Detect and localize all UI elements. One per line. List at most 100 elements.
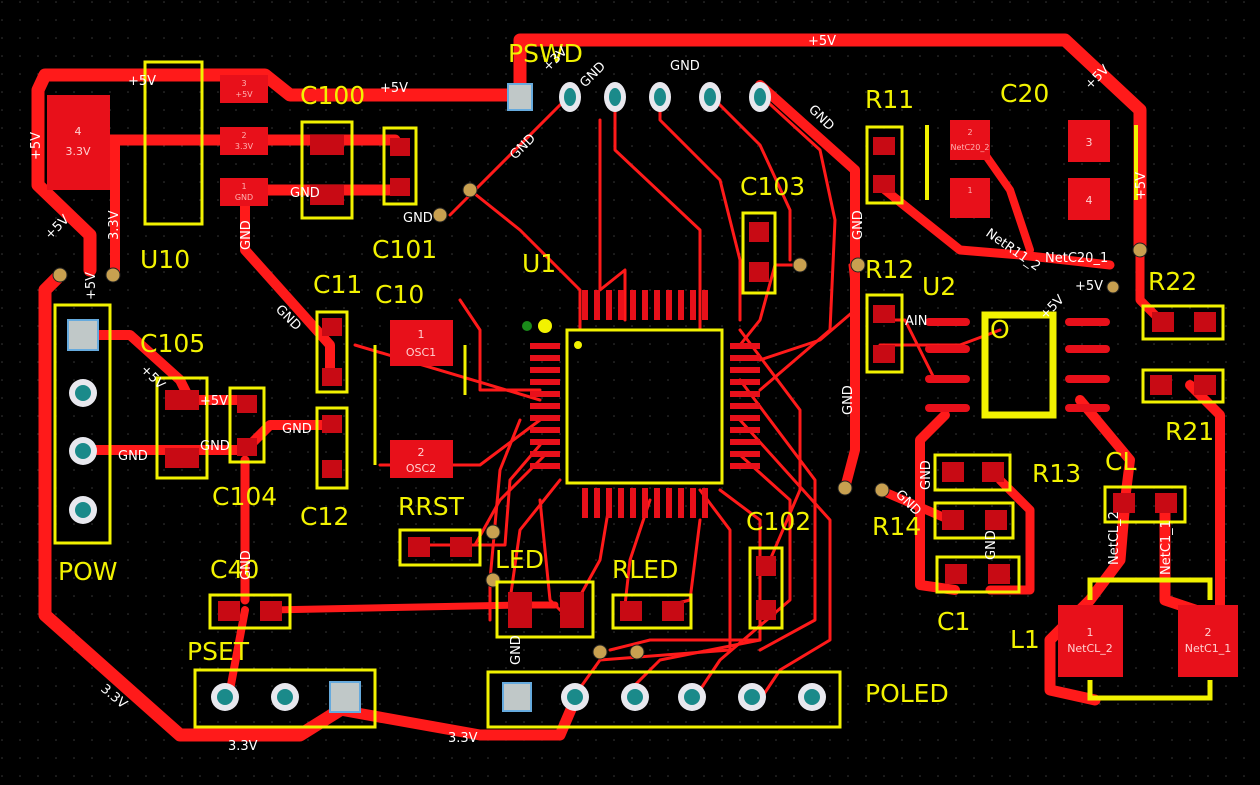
c103-capacitor: C103 (740, 172, 805, 295)
poled-connector: POLED (486, 670, 949, 729)
pset-label: PSET (187, 637, 250, 666)
signal-traces (353, 93, 1002, 702)
poled-pin-hole (804, 689, 820, 705)
c20-pad-3 (1068, 120, 1110, 162)
rled-resistor: RLED (611, 555, 693, 630)
r22-outline (1141, 304, 1225, 341)
net-label-33v-poled: 3.3V (448, 731, 478, 746)
net-label-5v-c100: +5V (380, 81, 408, 96)
pswd-pin-hole (754, 88, 766, 106)
c1-pad (988, 564, 1010, 584)
c100-pad (310, 185, 344, 205)
poled-pin-hole (684, 689, 700, 705)
c101-outline (382, 126, 418, 206)
net-label-gnd-r11: GND (851, 210, 866, 240)
u1-pins-right (730, 343, 760, 469)
l1-label: L1 (1010, 625, 1040, 654)
c12-label: C12 (300, 502, 349, 531)
net-label-gnd-c101: GND (403, 211, 433, 226)
c102-capacitor: C102 (746, 507, 811, 630)
l1-pad-1 (1058, 605, 1123, 677)
pswd-pin-hole (654, 88, 666, 106)
l1-silk-top (1087, 577, 1213, 600)
cl-pad (1113, 493, 1135, 513)
osc1-pad-net: OSC1 (406, 346, 436, 359)
r22-resistor: R22 (1141, 267, 1225, 341)
r14-label: R14 (872, 512, 921, 541)
pswd-pin-hole (704, 88, 716, 106)
u10-regulator: 4 3.3V 3 +5V 2 3.3V 1 GND U10 (47, 60, 268, 274)
c105-outline (155, 376, 209, 480)
r14-resistor: R14 (872, 501, 1015, 541)
r14-pad (985, 510, 1007, 530)
pow-pin-hole (75, 385, 91, 401)
fiducial-yellow (538, 319, 552, 333)
u2-ic: O U2 AIN (905, 272, 1110, 419)
led-outline (495, 580, 595, 639)
via (105, 267, 121, 283)
pswd-pin-hole (564, 88, 576, 106)
poled-pin-hole (627, 689, 643, 705)
fiducial-green (522, 321, 532, 331)
rled-pad (620, 601, 642, 621)
c101-pad (390, 138, 410, 156)
net-label-5v-u2: +5V (1075, 279, 1103, 294)
net-label-gnd-c12: GND (282, 422, 312, 437)
poled-pin-1 (502, 682, 532, 712)
net-label-gnd-r12: GND (841, 385, 856, 415)
via (874, 482, 890, 498)
u10-pad3-net: +5V (235, 90, 253, 99)
rrst-pad (450, 537, 472, 557)
pswd-connector: PSWD (507, 39, 771, 112)
c20-pad-1 (950, 178, 990, 218)
led-pad (560, 592, 584, 628)
r22-pad (1152, 312, 1174, 332)
c12-pad (322, 415, 342, 433)
r12-label: R12 (865, 255, 914, 284)
u10-pad4-number: 4 (75, 125, 82, 138)
c104-label: C104 (212, 482, 277, 511)
net-label-33v-bottom: 3.3V (228, 739, 258, 754)
osc1-pad (390, 320, 453, 366)
c11-label: C11 (313, 270, 362, 299)
c104-pad (237, 395, 257, 413)
c100-pad (310, 135, 344, 155)
c1-label: C1 (937, 607, 970, 636)
l1-pad-2 (1178, 605, 1238, 677)
r11-pad (873, 175, 895, 193)
rrst-resistor: RRST (398, 492, 482, 567)
c10-label: C10 (375, 280, 424, 309)
c40-label: C40 (210, 555, 259, 584)
led-label: LED (495, 545, 544, 574)
osc1-pad-number: 1 (418, 328, 425, 341)
r12-pad (873, 345, 895, 363)
l1-pad1-net: NetCL_2 (1067, 642, 1113, 655)
c105-pad (165, 448, 199, 468)
c104-capacitor: C104 (212, 386, 277, 511)
pow-label: POW (58, 557, 117, 586)
c20-pad-4 (1068, 178, 1110, 220)
c100-label: C100 (300, 81, 365, 110)
c11-pad (322, 368, 342, 386)
c10-crystal: C10 1 OSC1 2 OSC2 (373, 280, 467, 478)
via (1106, 280, 1120, 294)
r14-pad (942, 510, 964, 530)
l1-inductor: 1 NetCL_2 2 NetC1_1 L1 (1010, 577, 1238, 701)
c20-pad3-number: 3 (1086, 136, 1093, 149)
net-label-5v-u10: +5V (128, 74, 156, 89)
r21-outline (1141, 368, 1225, 404)
r11-pad (873, 137, 895, 155)
u2-pin1-marker: O (990, 315, 1010, 344)
u10-pad-1 (220, 178, 268, 206)
rrst-pad (408, 537, 430, 557)
pset-outline (193, 668, 377, 729)
c1-pad (945, 564, 967, 584)
c12-capacitor: C12 (300, 406, 349, 531)
r11-outline (865, 125, 904, 205)
net-label-gnd-c100: GND (290, 186, 320, 201)
c103-label: C103 (740, 172, 805, 201)
rrst-outline (398, 528, 482, 567)
l1-silk-bottom (1087, 680, 1213, 701)
net-label-netc11: NetC1_1 (1159, 520, 1174, 575)
